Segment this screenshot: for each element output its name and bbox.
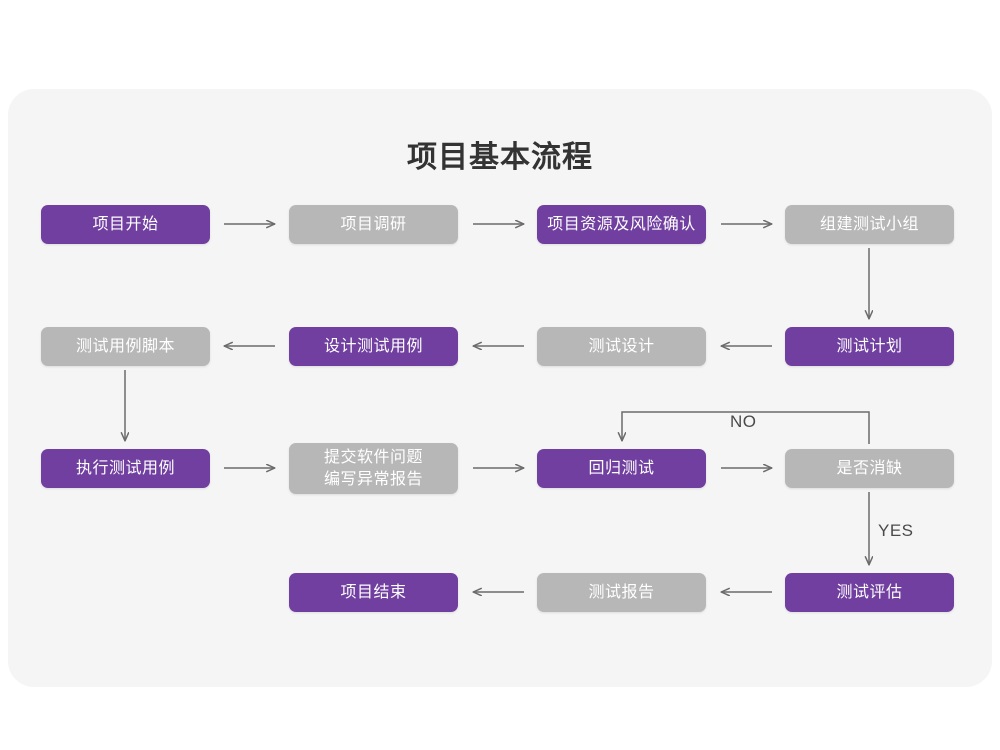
- node-submit-issue-report-line1: 提交软件问题: [323, 448, 423, 466]
- node-test-plan[interactable]: 测试计划: [785, 327, 954, 366]
- node-test-evaluation[interactable]: 测试评估: [785, 573, 954, 612]
- node-resource-risk-confirm[interactable]: 项目资源及风险确认: [537, 205, 706, 244]
- node-form-test-team[interactable]: 组建测试小组: [785, 205, 954, 244]
- edge-label-no: NO: [730, 412, 757, 431]
- edge-label-yes: YES: [878, 521, 914, 540]
- node-test-case-script[interactable]: 测试用例脚本: [41, 327, 210, 366]
- node-regression-test[interactable]: 回归测试: [537, 449, 706, 488]
- node-test-report[interactable]: 测试报告: [537, 573, 706, 612]
- node-execute-test-case[interactable]: 执行测试用例: [41, 449, 210, 488]
- node-submit-issue-report[interactable]: 提交软件问题 编写异常报告: [289, 443, 458, 494]
- node-project-research[interactable]: 项目调研: [289, 205, 458, 244]
- node-submit-issue-report-line2: 编写异常报告: [323, 470, 423, 488]
- node-project-start[interactable]: 项目开始: [41, 205, 210, 244]
- page-title: 项目基本流程: [407, 141, 593, 174]
- node-test-design[interactable]: 测试设计: [537, 327, 706, 366]
- node-project-end[interactable]: 项目结束: [289, 573, 458, 612]
- node-defect-cleared-decision[interactable]: 是否消缺: [785, 449, 954, 488]
- node-design-test-case[interactable]: 设计测试用例: [289, 327, 458, 366]
